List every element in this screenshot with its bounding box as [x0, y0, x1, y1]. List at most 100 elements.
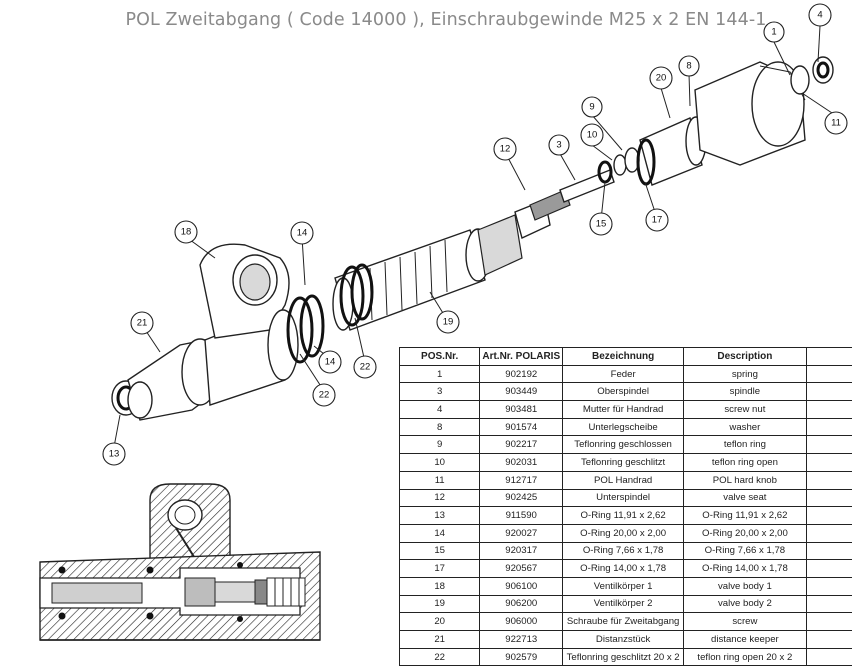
callout-18: 18: [174, 220, 198, 244]
svg-text:9: 9: [589, 102, 594, 113]
callout-14-top: 14: [290, 221, 314, 245]
cell-description: washer: [683, 417, 807, 437]
cell-description: teflon ring open 20 x 2: [683, 647, 807, 667]
cell-description: spring: [683, 364, 807, 384]
cell-bezeichnung: Oberspindel: [562, 382, 685, 402]
cell-pos: 20: [398, 612, 481, 631]
svg-text:12: 12: [500, 144, 511, 155]
cell-description: screw: [683, 612, 807, 631]
cell-description: valve seat: [683, 488, 807, 508]
callout-11: 11: [824, 111, 848, 135]
cell-bezeichnung: Ventilkörper 1: [562, 576, 685, 596]
cell-extra: [805, 470, 852, 490]
cell-description: valve body 2: [683, 594, 807, 614]
cell-bezeichnung: Teflonring geschlossen: [562, 435, 685, 455]
cell-pos: 13: [398, 506, 481, 525]
cell-extra: [805, 400, 852, 419]
cell-art-nr: 920567: [479, 559, 564, 578]
cell-pos: 12: [398, 488, 481, 508]
cell-extra: [805, 453, 852, 472]
cell-description: O-Ring 7,66 x 1,78: [683, 541, 807, 561]
svg-text:21: 21: [137, 318, 148, 329]
cell-bezeichnung: Schraube für Zweitabgang: [562, 612, 685, 631]
callout-21: 21: [130, 311, 154, 335]
callout-20: 20: [649, 66, 673, 90]
col-header-description: Description: [683, 347, 807, 366]
cell-extra: [805, 541, 852, 561]
cell-pos: 18: [398, 576, 481, 596]
cell-description: screw nut: [683, 400, 807, 419]
cell-pos: 8: [398, 417, 481, 437]
knob-11-part: [694, 61, 806, 166]
cell-art-nr: 912717: [479, 470, 564, 490]
rings-right-part: [339, 263, 374, 327]
callout-12: 12: [493, 137, 517, 161]
cell-art-nr: 906100: [479, 576, 564, 596]
cross-section-drawing: [39, 483, 321, 641]
svg-text:18: 18: [181, 227, 192, 238]
cell-bezeichnung: O-Ring 11,91 x 2,62: [562, 506, 685, 525]
cell-extra: [805, 488, 852, 508]
cell-pos: 9: [398, 435, 481, 455]
cell-bezeichnung: Teflonring geschlitzt: [562, 453, 685, 472]
cell-art-nr: 906200: [479, 594, 564, 614]
cell-description: valve body 1: [683, 576, 807, 596]
callout-17: 17: [645, 208, 669, 232]
svg-text:8: 8: [686, 61, 691, 72]
cell-extra: [805, 647, 852, 667]
col-header-extra: [805, 347, 852, 366]
callout-15: 15: [589, 212, 613, 236]
callout-9: 9: [581, 96, 603, 118]
callout-1: 1: [763, 21, 785, 43]
cell-pos: 22: [398, 647, 481, 667]
callout-13: 13: [102, 442, 126, 466]
col-header-art-nr: Art.Nr. POLARIS: [479, 347, 564, 366]
svg-text:4: 4: [817, 10, 822, 21]
svg-text:14: 14: [325, 357, 336, 368]
cell-pos: 1: [398, 364, 481, 384]
cell-description: O-Ring 20,00 x 2,00: [683, 523, 807, 543]
cell-bezeichnung: Distanzstück: [562, 630, 685, 649]
rings-left-part: [286, 294, 325, 364]
svg-text:1: 1: [771, 27, 776, 38]
valve-body-18-part: [199, 243, 299, 406]
valve-body-19-part: [332, 214, 523, 331]
cell-bezeichnung: O-Ring 7,66 x 1,78: [562, 541, 685, 561]
valve-seat-12-part: [514, 189, 571, 239]
callout-22-left: 22: [312, 383, 336, 407]
cell-bezeichnung: Mutter für Handrad: [562, 400, 685, 419]
parts-table: POS.Nr. Art.Nr. POLARIS Bezeichnung Desc…: [398, 347, 852, 667]
cell-pos: 21: [398, 630, 481, 649]
cell-art-nr: 920027: [479, 523, 564, 543]
cell-art-nr: 906000: [479, 612, 564, 631]
svg-text:3: 3: [556, 140, 561, 151]
callout-3: 3: [548, 134, 570, 156]
callout-8: 8: [678, 55, 700, 77]
callout-4: 4: [808, 3, 832, 27]
cell-pos: 3: [398, 382, 481, 402]
cell-description: O-Ring 11,91 x 2,62: [683, 506, 807, 525]
cell-bezeichnung: POL Handrad: [562, 470, 685, 490]
svg-text:20: 20: [656, 73, 667, 84]
cell-art-nr: 902425: [479, 488, 564, 508]
cell-extra: [805, 417, 852, 437]
svg-text:13: 13: [109, 449, 120, 460]
distance-keeper-21-part: [127, 338, 219, 421]
cell-extra: [805, 364, 852, 384]
svg-text:15: 15: [596, 219, 607, 230]
cell-pos: 4: [398, 400, 481, 419]
cell-bezeichnung: Unterlegscheibe: [562, 417, 685, 437]
cell-pos: 11: [398, 470, 481, 490]
cell-art-nr: 902217: [479, 435, 564, 455]
